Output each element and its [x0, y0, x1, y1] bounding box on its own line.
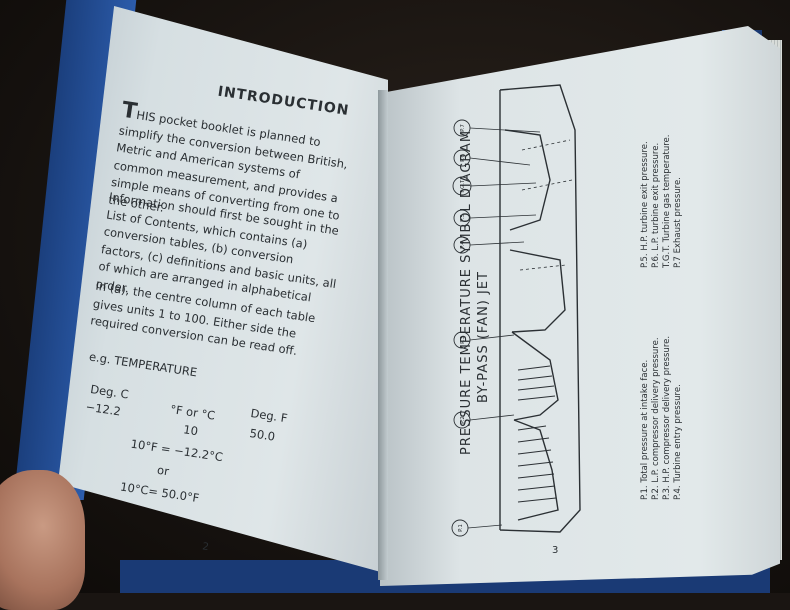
equation-2: 10°C= 50.0°F [119, 479, 201, 506]
callout-tgt: T.G.T. [460, 178, 466, 194]
callout-p5: P.5 [460, 214, 466, 222]
callout-p2: P.2 [460, 416, 466, 424]
legend-item: P.4. Turbine entry pressure. [673, 384, 683, 500]
legend-group-b: P.5. H.P. turbine exit pressure. P.6. L.… [640, 88, 684, 269]
callout-p7: P.7 [460, 124, 466, 132]
thumb [0, 470, 85, 610]
equation-1: 10°F = −12.2°C [129, 436, 224, 465]
callout-circles [451, 119, 472, 537]
deg-f-value: 50.0 [248, 426, 277, 444]
book-gutter [378, 90, 388, 580]
example-label: e.g. TEMPERATURE [88, 349, 199, 380]
compressor-section [513, 419, 559, 521]
callout-p4: P.4 [460, 241, 466, 249]
legend-item: P.2. L.P. compressor delivery pressure. [651, 337, 661, 500]
left-page-number: 2 [201, 541, 210, 554]
callout-leaders [467, 127, 541, 529]
legend-group-a: P.1. Total pressure at intake face. P.2.… [640, 320, 684, 500]
combustor [511, 331, 559, 421]
bypass-duct [519, 139, 573, 271]
callout-p6: P.6 [460, 154, 466, 162]
callout-p3: P.3 [460, 336, 466, 344]
deg-c-value: −12.2 [84, 399, 122, 419]
legend-item: T.G.T. Turbine gas temperature. [662, 134, 672, 269]
or-text: or [156, 462, 170, 479]
left-page [58, 6, 388, 574]
centre-value: 10 [182, 422, 200, 439]
engine-casing [499, 84, 581, 533]
compressor-blades [517, 365, 557, 503]
engine-diagram: P.1 P.2 P.3 P.4 P.5 T.G.T. P.6 P.7 [451, 84, 581, 537]
legend-item: P.5. H.P. turbine exit pressure. [640, 141, 650, 268]
legend-item: P.7 Exhaust pressure. [673, 177, 683, 268]
turbine-section [509, 249, 566, 333]
legend-item: P.6. L.P. turbine exit pressure. [651, 142, 661, 268]
deg-f-header: Deg. F [249, 405, 289, 426]
legend-item: P.3. H.P. compressor delivery pressure. [662, 335, 672, 500]
right-page-number: 3 [552, 545, 559, 556]
f-or-c-header: °F or °C [169, 402, 217, 423]
exhaust-cone [504, 129, 551, 231]
legend-item: P.1. Total pressure at intake face. [640, 359, 650, 500]
callout-p1: P.1 [458, 524, 464, 532]
deg-c-header: Deg. C [89, 382, 130, 402]
